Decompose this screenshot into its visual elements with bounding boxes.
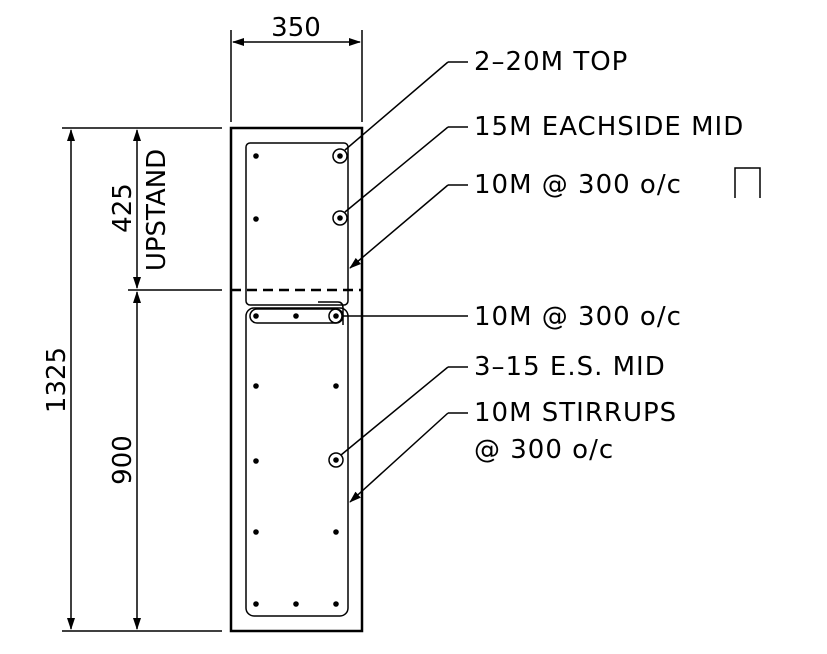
upstand-tie xyxy=(245,142,349,306)
leader-lines xyxy=(340,61,468,503)
rebar xyxy=(253,153,259,159)
rebar xyxy=(253,216,259,222)
upstand-height-text: 425 xyxy=(108,183,138,233)
upstand-label: UPSTAND xyxy=(142,149,172,271)
width-dimension-text: 350 xyxy=(271,13,321,43)
horizontal-tie-bar xyxy=(249,308,343,324)
upper-ties-callout: 10M @ 300 o/c xyxy=(474,170,682,200)
beam-depth-dimension: 900 xyxy=(108,291,141,630)
rebar xyxy=(253,383,259,389)
width-dimension: 350 xyxy=(230,13,363,122)
concrete-section-outline xyxy=(229,126,364,633)
total-height-text: 1325 xyxy=(42,347,72,413)
stirrups-callout-line2: @ 300 o/c xyxy=(474,435,614,465)
rebar xyxy=(253,529,259,535)
rebar xyxy=(253,601,259,607)
rebar xyxy=(333,383,339,389)
stirrup-shape-icon xyxy=(734,167,761,198)
total-height-dimension: 1325 xyxy=(42,127,222,632)
rebar xyxy=(253,313,259,319)
mid-bar-circle xyxy=(332,210,348,226)
top-bar-circle xyxy=(332,148,348,164)
top-bars-callout: 2–20M TOP xyxy=(474,47,628,77)
tie-hook xyxy=(318,301,344,325)
rebar xyxy=(253,458,259,464)
beam-stirrup xyxy=(245,307,349,617)
beam-depth-text: 900 xyxy=(108,435,138,485)
each-side-mid-callout: 15M EACHSIDE MID xyxy=(474,112,744,142)
rebar xyxy=(293,313,299,319)
rebar-dots xyxy=(253,153,339,607)
lower-mid-callout: 3–15 E.S. MID xyxy=(474,352,666,382)
rebar xyxy=(293,601,299,607)
lower-mid-bar-circle xyxy=(328,452,344,468)
rebar xyxy=(333,529,339,535)
rebar xyxy=(333,601,339,607)
middle-ties-callout: 10M @ 300 o/c xyxy=(474,302,682,332)
upstand-dimension: 425 UPSTAND xyxy=(108,129,222,291)
stirrups-callout-line1: 10M STIRRUPS xyxy=(474,398,677,428)
called-out-bars xyxy=(328,148,348,468)
